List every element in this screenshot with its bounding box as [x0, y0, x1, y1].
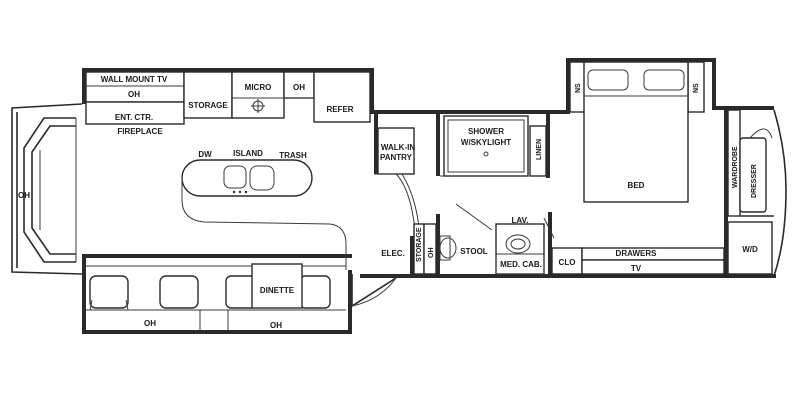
front-sofa	[23, 117, 77, 263]
label-drawers: DRAWERS	[616, 249, 658, 258]
label-storage-kitchen: STORAGE	[188, 101, 228, 110]
label-fireplace: FIREPLACE	[117, 127, 163, 136]
label-med-cab: MED. CAB.	[500, 260, 542, 269]
label-storage-hall: STORAGE	[416, 227, 423, 262]
labels: WALL MOUNT TV OH ENT. CTR. FIREPLACE STO…	[18, 75, 758, 330]
label-oh-micro: OH	[293, 83, 305, 92]
label-oh-bottom-right: OH	[270, 321, 282, 330]
label-trash: TRASH	[279, 151, 307, 160]
bathroom	[439, 114, 583, 275]
label-bed: BED	[628, 181, 645, 190]
label-wall-mount-tv: WALL MOUNT TV	[101, 75, 168, 84]
kitchen-counter	[183, 71, 371, 123]
hall-area	[374, 110, 460, 275]
label-stool: STOOL	[460, 247, 488, 256]
label-skylight: W/SKYLIGHT	[461, 138, 511, 147]
label-shower: SHOWER	[468, 127, 504, 136]
label-dresser: DRESSER	[751, 164, 758, 198]
label-oh-hall: OH	[428, 248, 435, 259]
label-dinette: DINETTE	[260, 286, 295, 295]
entry-door	[351, 274, 397, 308]
exterior-walls	[11, 58, 787, 334]
label-lav: LAV.	[512, 216, 529, 225]
label-wardrobe: WARDROBE	[732, 146, 739, 188]
label-clo: CLO	[559, 258, 576, 267]
label-linen: LINEN	[536, 139, 543, 160]
label-dw: DW	[198, 150, 212, 159]
label-oh-top: OH	[128, 90, 140, 99]
label-wd: W/D	[742, 245, 758, 254]
label-oh-bottom-left: OH	[144, 319, 156, 328]
label-tv: TV	[631, 264, 642, 273]
label-island: ISLAND	[233, 149, 263, 158]
label-ent-ctr: ENT. CTR.	[115, 113, 153, 122]
label-micro: MICRO	[245, 83, 272, 92]
label-ns-left: NS	[575, 83, 582, 93]
label-ns-right: NS	[693, 83, 700, 93]
dinette-slide	[86, 263, 346, 330]
label-refer: REFER	[326, 105, 353, 114]
bedroom	[569, 61, 774, 278]
label-pantry: PANTRY	[380, 153, 413, 162]
label-oh-sofa: OH	[18, 191, 30, 200]
label-walk-in: WALK-IN	[381, 143, 415, 152]
label-elec: ELEC.	[381, 249, 405, 258]
kitchen-island	[181, 159, 347, 270]
